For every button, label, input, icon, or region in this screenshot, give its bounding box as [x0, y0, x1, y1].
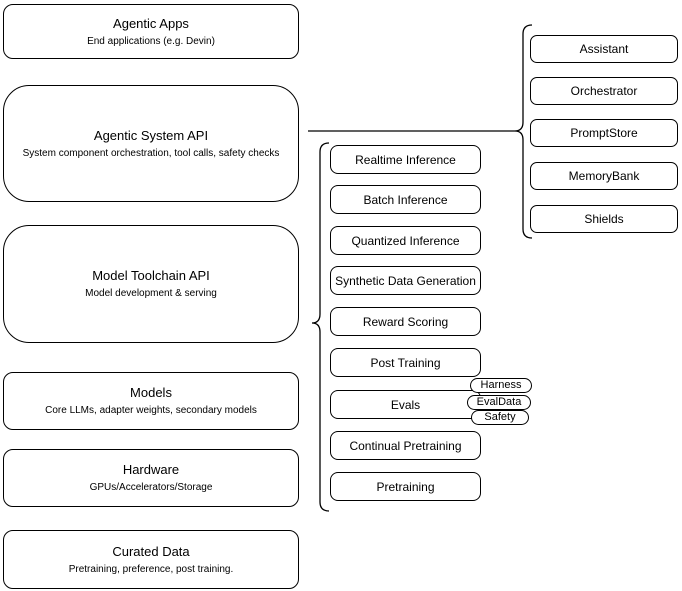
node-batch-inference: Batch Inference [330, 185, 481, 214]
node-curated-data: Curated Data Pretraining, preference, po… [3, 530, 299, 589]
node-label: Shields [584, 212, 624, 226]
node-subtitle: Model development & serving [85, 288, 217, 299]
node-shields: Shields [530, 205, 678, 233]
node-title: Agentic System API [93, 127, 209, 143]
node-reward-scoring: Reward Scoring [330, 307, 481, 336]
pill-label: Harness [480, 379, 522, 391]
node-title: Curated Data [112, 543, 190, 559]
node-evals: Evals [330, 390, 481, 419]
node-label: Quantized Inference [351, 233, 460, 248]
pill-label: EvalData [476, 396, 522, 408]
node-title: Model Toolchain API [92, 268, 210, 283]
node-label: Evals [390, 397, 421, 412]
node-label: Synthetic Data Generation [335, 273, 476, 288]
node-quantized-inference: Quantized Inference [330, 226, 481, 255]
node-pretraining: Pretraining [330, 472, 481, 501]
node-hardware: Hardware GPUs/Accelerators/Storage [3, 449, 299, 507]
node-label: PromptStore [570, 126, 638, 140]
pill-evaldata: EvalData [467, 395, 531, 410]
node-subtitle: Pretraining, preference, post training. [68, 563, 234, 575]
node-continual-pretraining: Continual Pretraining [330, 431, 481, 460]
node-subtitle: Core LLMs, adapter weights, secondary mo… [45, 405, 257, 416]
node-synthetic-data-generation: Synthetic Data Generation [330, 266, 481, 295]
node-post-training: Post Training [330, 348, 481, 377]
node-title: Agentic Apps [113, 15, 189, 31]
pill-safety: Safety [471, 410, 529, 425]
node-label: Batch Inference [363, 192, 448, 207]
node-label: Continual Pretraining [349, 438, 462, 453]
node-agentic-apps: Agentic Apps End applications (e.g. Devi… [3, 4, 299, 59]
node-title: Models [130, 385, 172, 400]
node-memorybank: MemoryBank [530, 162, 678, 190]
node-subtitle: GPUs/Accelerators/Storage [89, 482, 213, 493]
pill-label: Safety [484, 411, 516, 423]
node-label: Orchestrator [570, 84, 638, 98]
node-label: Realtime Inference [355, 152, 456, 167]
pill-harness: Harness [470, 378, 532, 393]
node-orchestrator: Orchestrator [530, 77, 678, 105]
node-models: Models Core LLMs, adapter weights, secon… [3, 372, 299, 430]
node-subtitle: System component orchestration, tool cal… [22, 147, 280, 159]
node-title: Hardware [122, 462, 180, 477]
node-realtime-inference: Realtime Inference [330, 145, 481, 174]
node-label: Post Training [370, 355, 441, 370]
node-label: MemoryBank [568, 169, 640, 183]
node-label: Pretraining [376, 479, 435, 494]
node-label: Assistant [579, 42, 629, 56]
node-label: Reward Scoring [362, 314, 449, 329]
middle-group-brace [311, 142, 330, 512]
node-agentic-system-api: Agentic System API System component orch… [3, 85, 299, 202]
node-promptstore: PromptStore [530, 119, 678, 147]
node-subtitle: End applications (e.g. Devin) [87, 35, 215, 47]
node-model-toolchain-api: Model Toolchain API Model development & … [3, 225, 299, 343]
node-assistant: Assistant [530, 35, 678, 63]
